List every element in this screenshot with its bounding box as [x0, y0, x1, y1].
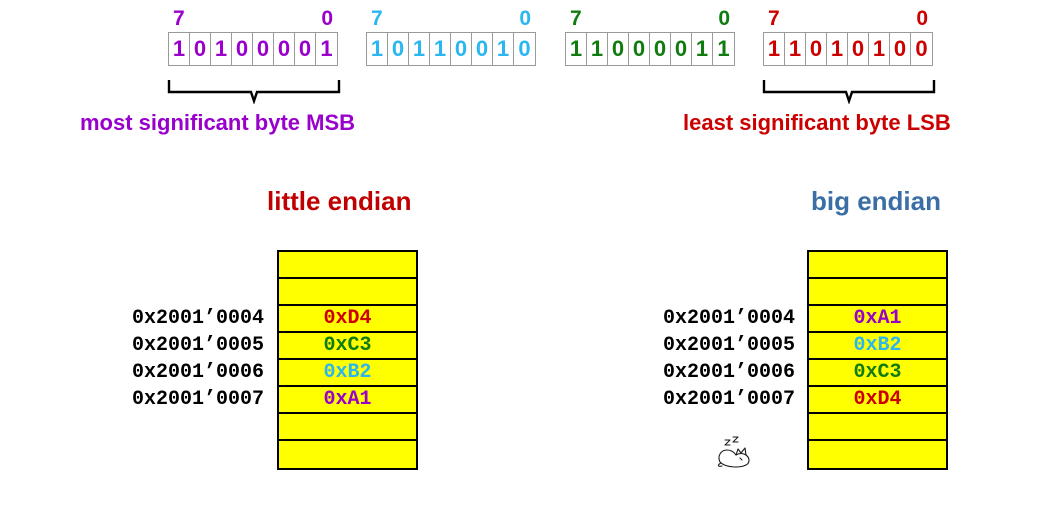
memory-cell[interactable]: 0xB2: [279, 360, 416, 387]
bit-cell: 1: [211, 33, 232, 65]
bit-index-low-msb: 0: [321, 7, 333, 30]
address-label: 0x2001’0007: [662, 388, 795, 411]
bit-cell: 0: [388, 33, 409, 65]
bit-index-high-msb: 7: [173, 7, 185, 30]
bit-cell: 0: [253, 33, 274, 65]
bit-cell: 0: [806, 33, 827, 65]
address-label: 0x2001’0006: [662, 361, 795, 384]
bit-cell: 0: [232, 33, 253, 65]
bit-index-row-3: 7 0: [565, 8, 735, 32]
memory-cell[interactable]: 0xA1: [809, 306, 946, 333]
bit-index-row-lsb: 7 0: [763, 8, 933, 32]
bit-cells-2: 1 0 1 1 0 0 1 0: [366, 32, 536, 66]
bit-cell: 0: [915, 36, 928, 61]
memory-cell[interactable]: 0xA1: [279, 387, 416, 414]
address-label: 0x2001’0006: [131, 361, 264, 384]
brace-msb: [167, 80, 341, 104]
bit-cell: 0: [650, 33, 671, 65]
heading-little-endian: little endian: [267, 186, 412, 216]
brace-lsb: [762, 80, 936, 104]
memory-cell[interactable]: [279, 252, 416, 279]
memory-cell[interactable]: 0xC3: [809, 360, 946, 387]
bit-index-low-2: 0: [519, 7, 531, 30]
memory-cell[interactable]: 0xD4: [279, 306, 416, 333]
caption-msb: most significant byte MSB: [80, 110, 356, 135]
bit-cell: 0: [518, 36, 531, 61]
memory-cell[interactable]: 0xC3: [279, 333, 416, 360]
memory-cell[interactable]: [809, 441, 946, 468]
address-column-big: 0x2001’0004 0x2001’0005 0x2001’0006 0x20…: [611, 305, 795, 413]
bit-cell: 1: [692, 33, 713, 65]
byte-group-3: 7 0 1 1 0 0 0 0 1 1: [565, 8, 735, 66]
byte-group-2: 7 0 1 0 1 1 0 0 1 0: [366, 8, 536, 66]
memory-cell[interactable]: [279, 414, 416, 441]
memory-cell[interactable]: [809, 279, 946, 306]
bit-cell: 0: [608, 33, 629, 65]
bit-cell: 0: [472, 33, 493, 65]
bit-cell: 0: [190, 33, 211, 65]
address-label: 0x2001’0005: [662, 334, 795, 357]
bit-index-low-lsb: 0: [916, 7, 928, 30]
memory-cell[interactable]: [809, 252, 946, 279]
bit-cell: 1: [367, 33, 388, 65]
bit-index-high-lsb: 7: [768, 7, 780, 30]
bit-cell: 1: [764, 33, 785, 65]
memory-cell[interactable]: 0xB2: [809, 333, 946, 360]
bit-cell: 0: [848, 33, 869, 65]
bit-index-high-3: 7: [570, 7, 582, 30]
bit-cell: 1: [409, 33, 430, 65]
byte-group-lsb: 7 0 1 1 0 1 0 1 0 0: [763, 8, 933, 66]
bit-index-high-2: 7: [371, 7, 383, 30]
bit-index-low-3: 0: [718, 7, 730, 30]
bit-cell: 1: [785, 33, 806, 65]
byte-group-msb: 7 0 1 0 1 0 0 0 0 1: [168, 8, 338, 66]
memory-cell[interactable]: [279, 441, 416, 468]
bit-cell: 0: [890, 33, 911, 65]
bit-cell: 1: [717, 36, 730, 61]
heading-big-endian: big endian: [811, 186, 941, 216]
bit-cell: 1: [827, 33, 848, 65]
bit-cells-msb: 1 0 1 0 0 0 0 1: [168, 32, 338, 66]
bit-cells-lsb: 1 1 0 1 0 1 0 0: [763, 32, 933, 66]
bit-cell: 1: [320, 36, 333, 61]
caption-lsb: least significant byte LSB: [683, 110, 951, 135]
bit-cell: 0: [451, 33, 472, 65]
memory-table-little-endian: 0xD4 0xC3 0xB2 0xA1: [277, 250, 418, 470]
bit-cell: 0: [629, 33, 650, 65]
address-column-little: 0x2001’0004 0x2001’0005 0x2001’0006 0x20…: [80, 305, 264, 413]
bit-cell: 1: [587, 33, 608, 65]
bit-cell: 1: [566, 33, 587, 65]
bit-cell: 0: [671, 33, 692, 65]
address-label: 0x2001’0004: [662, 307, 795, 330]
bitfield-row: 7 0 1 0 1 0 0 0 0 1 7 0 1 0 1 1 0 0 1 0: [0, 0, 1059, 80]
bit-cell: 1: [430, 33, 451, 65]
bit-index-row-msb: 7 0: [168, 8, 338, 32]
address-label: 0x2001’0007: [131, 388, 264, 411]
address-label: 0x2001’0004: [131, 307, 264, 330]
memory-cell[interactable]: [279, 279, 416, 306]
memory-cell[interactable]: 0xD4: [809, 387, 946, 414]
memory-cell[interactable]: [809, 414, 946, 441]
bit-cell: 1: [869, 33, 890, 65]
bit-cells-3: 1 1 0 0 0 0 1 1: [565, 32, 735, 66]
bit-cell: 1: [169, 33, 190, 65]
sleeping-cat-icon: [717, 436, 750, 468]
memory-table-big-endian: 0xA1 0xB2 0xC3 0xD4: [807, 250, 948, 470]
bit-cell: 1: [493, 33, 514, 65]
bit-cell: 0: [274, 33, 295, 65]
bit-index-row-2: 7 0: [366, 8, 536, 32]
address-label: 0x2001’0005: [131, 334, 264, 357]
bit-cell: 0: [295, 33, 316, 65]
